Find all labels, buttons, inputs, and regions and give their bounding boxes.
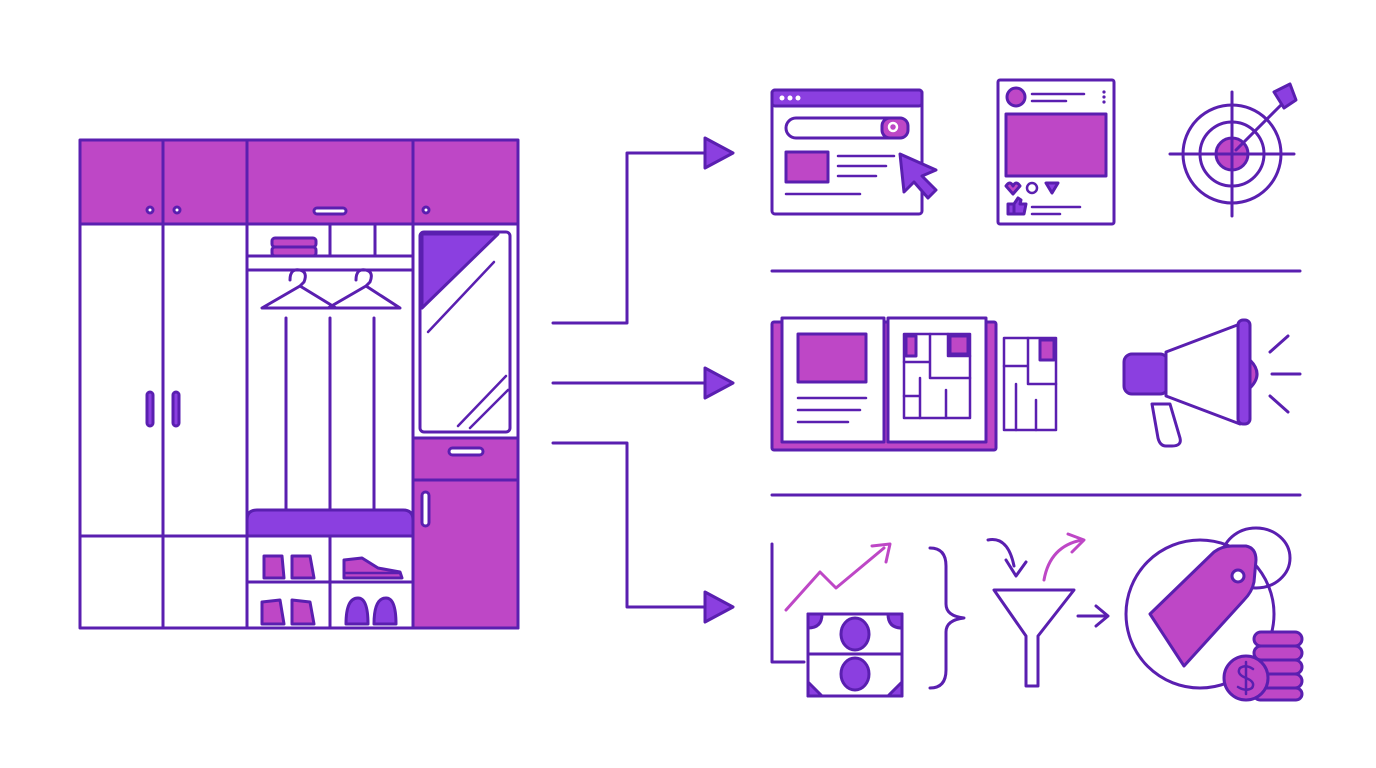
- drawer: [411, 436, 520, 482]
- hanger-icon: [260, 268, 338, 310]
- funnel-icon: [986, 532, 1110, 688]
- wardrobe-icon: [78, 138, 520, 630]
- growth-money-icon: [770, 542, 966, 698]
- arrowhead-icon: [703, 590, 735, 624]
- banknote-icon: [806, 612, 904, 656]
- price-tag: [1148, 544, 1258, 668]
- wardrobe-body: [78, 222, 520, 630]
- connector-arrows: [551, 136, 735, 624]
- comment-icon: [1025, 181, 1039, 195]
- brace-icon: [928, 546, 966, 690]
- cursor-icon: [898, 152, 938, 200]
- arrow-top: [551, 151, 707, 325]
- floorplan-icon: [902, 332, 972, 420]
- target-icon: [1168, 82, 1298, 218]
- price-tag-coins-icon: [1124, 526, 1304, 702]
- search-browser-icon: [770, 88, 938, 216]
- folded-clothes-icon: [270, 236, 318, 258]
- social-post-icon: [996, 78, 1116, 226]
- catalog-floorplan-icon: [770, 316, 1058, 452]
- banknote-icon: [806, 652, 904, 698]
- shoes-icon: [344, 596, 398, 626]
- sneaker-icon: [342, 556, 404, 580]
- bench-cushion: [245, 508, 415, 538]
- hanger-icon: [326, 268, 402, 310]
- arrow-bottom: [551, 441, 707, 609]
- door-handle: [171, 390, 181, 428]
- chart-axis: [770, 542, 806, 664]
- floorplan-icon: [1002, 336, 1058, 432]
- arrowhead-icon: [703, 366, 735, 400]
- door-handle: [145, 390, 155, 428]
- boots-icon: [260, 598, 316, 626]
- share-icon: [1044, 181, 1060, 195]
- arrow-fletching: [1272, 82, 1298, 110]
- mirror-reflection: [420, 232, 500, 310]
- coins-icon: [1222, 630, 1304, 702]
- megaphone-handle: [1150, 402, 1182, 448]
- trend-line: [784, 546, 886, 612]
- boots-icon: [262, 554, 316, 580]
- wardrobe-top-cabinets: [78, 138, 520, 226]
- heart-icon: [1004, 181, 1022, 196]
- arrowhead-icon: [703, 136, 735, 170]
- megaphone-icon: [1122, 318, 1302, 448]
